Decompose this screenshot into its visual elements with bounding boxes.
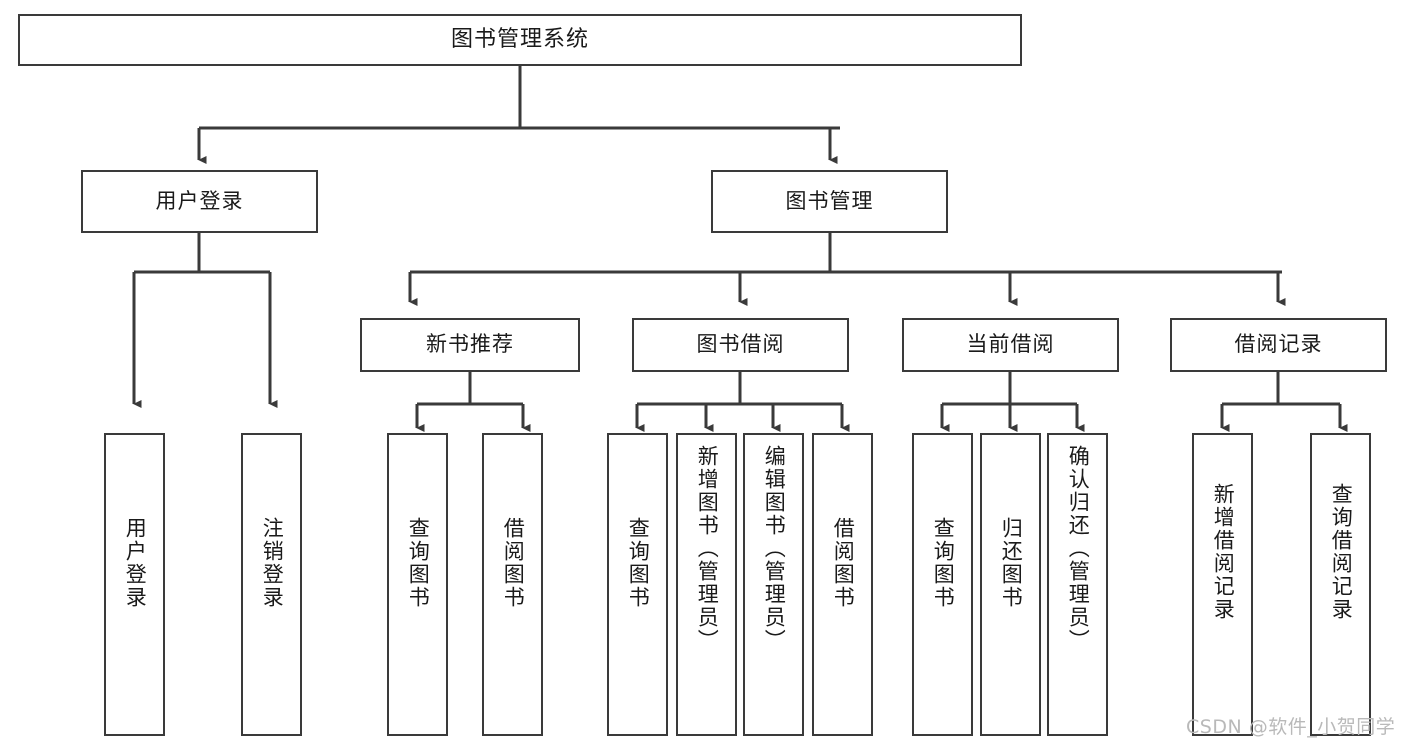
leaf-query-book-recommend[interactable]: 查询图书 [387, 433, 448, 736]
leaf-user-login[interactable]: 用户登录 [104, 433, 165, 736]
node-label: 借阅图书 [831, 517, 856, 609]
leaf-add-borrow-record[interactable]: 新增借阅记录 [1192, 433, 1253, 736]
node-root-system[interactable]: 图书管理系统 [18, 14, 1022, 66]
node-label: 编辑图书（管理员） [762, 445, 787, 652]
node-label: 查询图书 [931, 517, 956, 609]
node-label: 用户登录 [155, 188, 244, 213]
node-new-book-recommend[interactable]: 新书推荐 [360, 318, 580, 372]
node-label: 确认归还（管理员） [1066, 445, 1091, 652]
watermark-text: CSDN @软件_小贺同学 [1186, 716, 1396, 738]
node-book-management[interactable]: 图书管理 [711, 170, 948, 233]
node-label: 新增借阅记录 [1211, 483, 1236, 621]
node-label: 归还图书 [999, 517, 1024, 609]
leaf-query-book-current[interactable]: 查询图书 [912, 433, 973, 736]
node-current-borrow[interactable]: 当前借阅 [902, 318, 1119, 372]
node-label: 图书管理系统 [450, 26, 589, 52]
node-label: 图书管理 [785, 188, 874, 213]
leaf-edit-book-admin[interactable]: 编辑图书（管理员） [743, 433, 804, 736]
leaf-add-book-admin[interactable]: 新增图书（管理员） [676, 433, 737, 736]
node-label: 当前借阅 [966, 332, 1055, 357]
node-book-borrow[interactable]: 图书借阅 [632, 318, 849, 372]
leaf-user-logout[interactable]: 注销登录 [241, 433, 302, 736]
leaf-return-book[interactable]: 归还图书 [980, 433, 1041, 736]
node-label: 用户登录 [123, 517, 148, 609]
node-label: 借阅记录 [1234, 332, 1323, 357]
leaf-borrow-book[interactable]: 借阅图书 [812, 433, 873, 736]
node-label: 查询图书 [626, 517, 651, 609]
node-label: 图书借阅 [696, 332, 785, 357]
node-borrow-records[interactable]: 借阅记录 [1170, 318, 1387, 372]
node-label: 借阅图书 [501, 517, 526, 609]
leaf-query-book-borrow[interactable]: 查询图书 [607, 433, 668, 736]
leaf-confirm-return-admin[interactable]: 确认归还（管理员） [1047, 433, 1108, 736]
node-label: 新书推荐 [426, 332, 514, 357]
node-user-login[interactable]: 用户登录 [81, 170, 318, 233]
node-label: 新增图书（管理员） [695, 445, 720, 652]
node-label: 查询图书 [406, 517, 431, 609]
node-label: 查询借阅记录 [1329, 483, 1354, 621]
node-label: 注销登录 [260, 517, 285, 609]
leaf-borrow-book-recommend[interactable]: 借阅图书 [482, 433, 543, 736]
leaf-query-borrow-record[interactable]: 查询借阅记录 [1310, 433, 1371, 736]
